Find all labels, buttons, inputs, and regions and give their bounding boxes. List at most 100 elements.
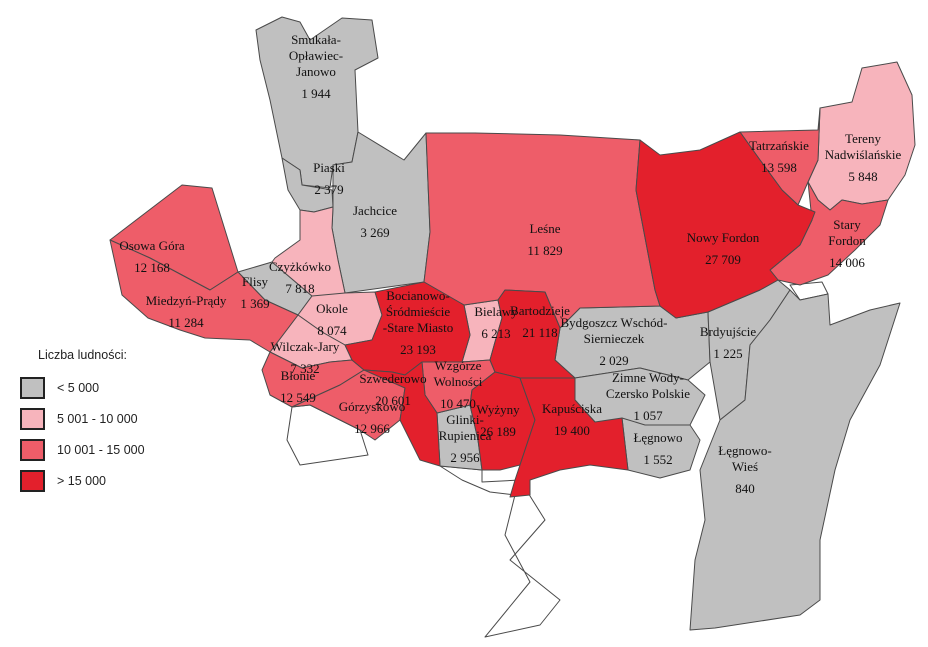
label-miedzyn: Miedzyń-Prądy 11 284 [146,293,227,330]
district-population: 20 601 [375,393,411,408]
label-nowyfordon: Nowy Fordon 27 709 [687,230,760,267]
district-name: Smukała- [291,32,341,47]
legend-label: < 5 000 [57,381,100,395]
label-smukala: Smukała-Opławiec-Janowo 1 944 [289,32,343,101]
district-population: 1 552 [643,452,672,467]
label-flisy: Flisy 1 369 [240,274,269,311]
district-population: 2 379 [314,182,343,197]
district-name: Opławiec- [289,48,343,63]
legend-swatch [20,470,45,492]
label-brdyujscie: Brdyujście 1 225 [700,324,757,361]
district-population: 2 956 [450,450,480,465]
district-name: Nowy Fordon [687,230,760,245]
district-name: Piaski [313,160,345,175]
outside-area-south [439,465,561,638]
district-name: Zimne Wody- [612,370,684,385]
label-glinki: Glinki-Rupienica 2 956 [439,412,492,465]
district-name: Bocianowo- [386,288,450,303]
district-population: 27 709 [705,252,741,267]
district-name: Błonie [281,368,316,383]
district-name: Stary [833,217,861,232]
district-population: 7 332 [290,361,319,376]
district-population: 13 598 [761,160,797,175]
district-population: 5 848 [848,169,877,184]
district-legnowo [621,417,701,479]
district-name: Wolności [434,374,483,389]
district-name: Siernieczek [584,331,645,346]
district-name: Wyżyny [476,402,520,417]
district-population: 1 944 [301,86,331,101]
district-population: 1 369 [240,296,269,311]
district-population: 8 074 [317,323,347,338]
label-wyzyny: Wyżyny 26 189 [476,402,520,439]
legend-item-10001-15000: 10 001 - 15 000 [20,436,220,464]
legend-swatch [20,408,45,430]
district-name: Wilczak-Jary [271,339,340,354]
district-szwederowo [363,361,441,467]
district-name: Wzgórze [435,358,482,373]
district-name: Bartodzieje [510,303,570,318]
label-piaski: Piaski 2 379 [313,160,345,197]
legend-label: > 15 000 [57,474,107,488]
district-population: 6 213 [481,326,510,341]
district-name: Bydgoszcz Wschód- [561,315,668,330]
district-name: Flisy [242,274,269,289]
legend-swatch [20,439,45,461]
district-name: Nadwiślańskie [825,147,902,162]
district-name: Kapuściska [542,401,602,416]
label-bielawy: Bielawy 6 213 [474,304,518,341]
district-name: Fordon [828,233,866,248]
district-population: 10 470 [440,396,476,411]
district-population: 1 057 [633,408,663,423]
label-legnowowies: Łęgnowo-Wieś 840 [718,443,771,496]
district-name: Rupienica [439,428,492,443]
district-population: 840 [735,481,755,496]
district-population: 26 189 [480,424,516,439]
district-legnowowies [689,289,901,631]
district-population: 12 549 [280,390,316,405]
district-name: Szwederowo [359,371,426,386]
district-name: -Stare Miasto [383,320,453,335]
district-population: 3 269 [360,225,389,240]
outside-areas [286,281,829,638]
district-population: 1 225 [713,346,742,361]
district-name: Łęgnowo- [718,443,771,458]
district-population: 11 284 [168,315,204,330]
district-name: Brdyujście [700,324,757,339]
district-population: 7 818 [285,281,314,296]
label-zimnewody: Zimne Wody-Czersko Polskie 1 057 [606,370,690,423]
label-blonie: Błonie 12 549 [280,368,316,405]
legend-swatch [20,377,45,399]
district-name: Janowo [296,64,336,79]
district-name: Wieś [732,459,758,474]
district-name: Czersko Polskie [606,386,690,401]
district-population: 12 168 [134,260,170,275]
district-population: 12 966 [354,421,390,436]
label-szwederowo: Szwederowo 20 601 [359,371,426,408]
district-czyzkowko [271,206,346,301]
district-name: Leśne [529,221,560,236]
district-name: Miedzyń-Prądy [146,293,227,308]
label-bydgoszczwsch: Bydgoszcz Wschód-Siernieczek 2 029 [561,315,668,368]
district-name: Tatrzańskie [749,138,809,153]
district-name: Osowa Góra [119,238,185,253]
label-legnowo: Łęgnowo 1 552 [633,430,682,467]
district-kapusciska [509,377,629,498]
district-name: Glinki- [446,412,484,427]
district-population: 2 029 [599,353,628,368]
district-nowyfordon [635,131,816,319]
district-name: Łęgnowo [633,430,682,445]
legend-item-lt5000: < 5 000 [20,374,220,402]
district-name: Bielawy [474,304,518,319]
label-osowagora: Osowa Góra 12 168 [119,238,185,275]
